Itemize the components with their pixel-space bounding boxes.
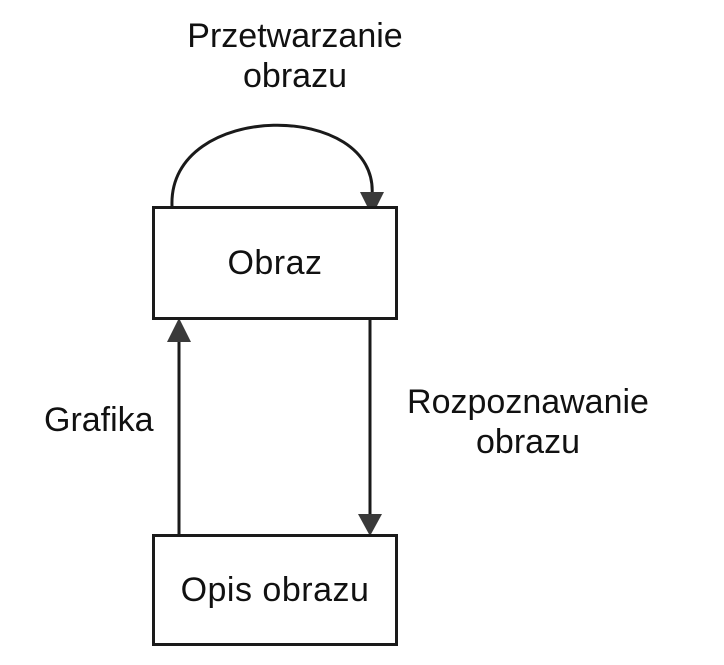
edge-label-rozpoznawanie-line1: Rozpoznawanie [407,383,649,421]
edge-label-rozpoznawanie: Rozpoznawanie obrazu [378,382,678,462]
node-obraz-label: Obraz [227,243,323,282]
node-obraz: Obraz [152,206,398,320]
arrowhead-rozpoznawanie [358,514,382,536]
edge-label-przetwarzanie-line2: obrazu [243,57,347,95]
edge-label-grafika: Grafika [44,401,154,439]
edge-label-rozpoznawanie-line2: obrazu [476,423,580,461]
edge-label-przetwarzanie: Przetwarzanie obrazu [150,16,440,96]
arrowhead-przetwarzanie [360,192,384,216]
arrowhead-grafika [167,318,191,342]
edge-label-przetwarzanie-line1: Przetwarzanie [187,17,403,55]
arrow-przetwarzanie-curve [170,123,374,207]
node-opis-obrazu: Opis obrazu [152,534,398,646]
node-opis-obrazu-label: Opis obrazu [180,570,370,609]
